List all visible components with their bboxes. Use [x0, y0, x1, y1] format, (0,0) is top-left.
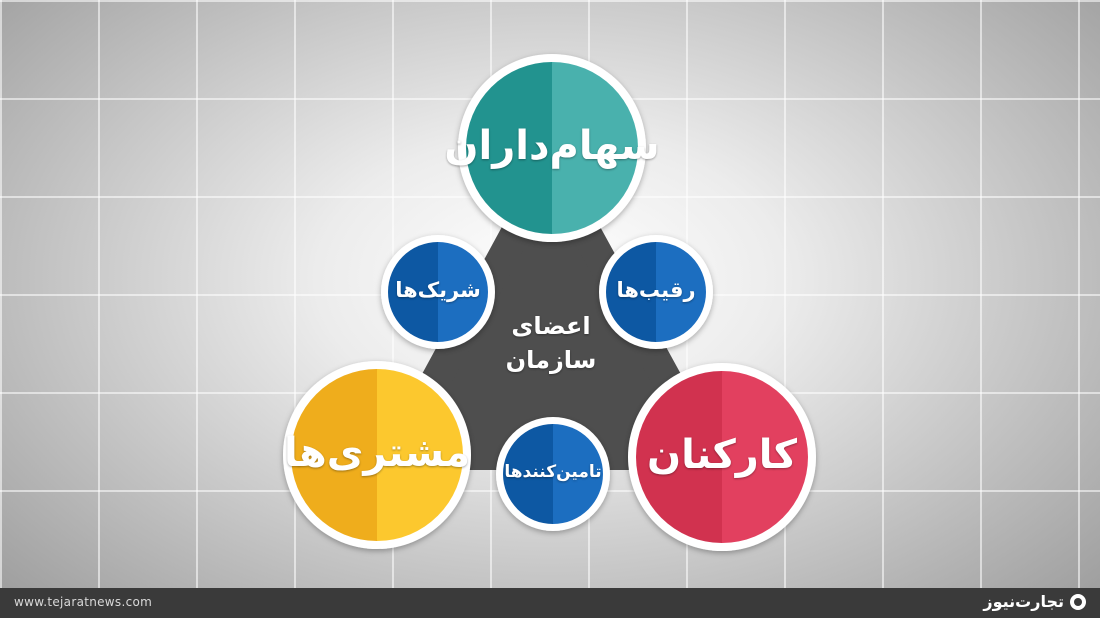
partners-node — [381, 235, 495, 349]
core-label-line1: اعضای — [511, 312, 591, 340]
employees-label: کارکنان — [646, 432, 798, 478]
customers-label: مشتری‌ها — [283, 430, 471, 476]
customers-node — [283, 361, 471, 549]
footer-bar: www.tejaratnews.com تجارت‌نیوز — [0, 588, 1100, 618]
suppliers-label: تامین‌کنندها — [504, 462, 602, 482]
shareholders-node — [458, 54, 646, 242]
competitors-node — [599, 235, 713, 349]
stakeholder-diagram — [283, 54, 816, 551]
brand-name: تجارت‌نیوز — [983, 592, 1064, 611]
shareholders-label: سهام‌داران — [444, 123, 660, 169]
employees-node — [628, 363, 816, 551]
brand-mark-icon — [1070, 593, 1086, 610]
core-label: اعضای سازمان — [506, 309, 597, 377]
brand-logo[interactable]: تجارت‌نیوز — [983, 592, 1086, 611]
partners-label: شریک‌ها — [395, 278, 481, 302]
competitors-label: رقیب‌ها — [616, 278, 696, 302]
site-url[interactable]: www.tejaratnews.com — [14, 595, 153, 609]
suppliers-node — [496, 417, 610, 531]
core-label-line2: سازمان — [505, 346, 597, 374]
